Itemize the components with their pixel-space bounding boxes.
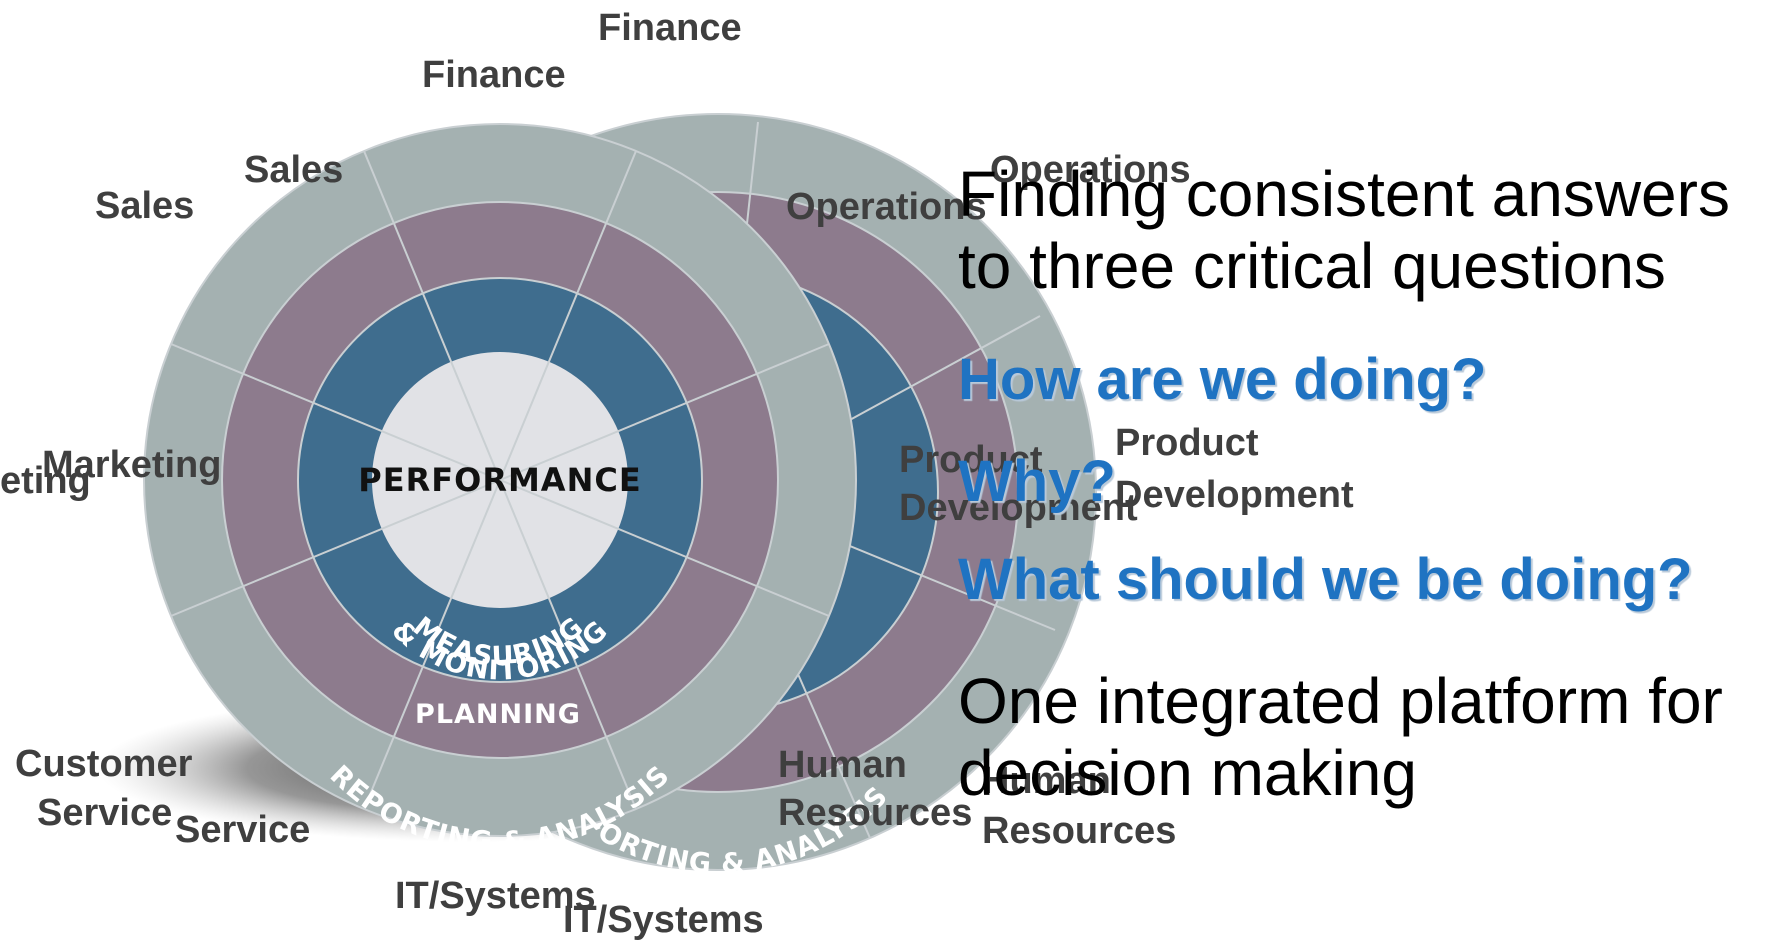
headline-line-1: Finding consistent answers [958, 158, 1730, 230]
department-labels: Finance Finance Sales Sales Operations O… [0, 7, 1354, 941]
dept-marketing-partial: eting [0, 460, 91, 502]
dept-product-front-line1: Product [899, 439, 1043, 481]
dept-customer-front-line1: Customer [15, 743, 193, 785]
dept-sales: Sales [95, 185, 194, 227]
question-why: Why? [958, 449, 1116, 514]
dept-product-back-line1: Product [1115, 422, 1259, 464]
dept-finance-front: Finance [422, 54, 566, 96]
dept-hr-front-line1: Human [778, 744, 907, 786]
dept-hr-back-line1: Human [982, 760, 1111, 802]
dept-hr-back-line2: Resources [982, 810, 1176, 852]
footer-text: One integrated platform for decision mak… [958, 665, 1723, 809]
dept-operations-back: Operations [990, 149, 1191, 191]
dept-it-back: IT/Systems [563, 899, 764, 941]
dept-marketing-front: Marketing [42, 444, 221, 486]
dept-operations-front: Operations [786, 186, 987, 228]
dept-customer-front-line2: Service [37, 792, 172, 834]
question-how: How are we doing? [958, 347, 1487, 412]
front-dividers [170, 150, 830, 810]
dept-finance-back: Finance [598, 7, 742, 49]
performance-label: PERFORMANCE [358, 461, 641, 499]
dept-service-back: Service [175, 809, 310, 851]
headline: Finding consistent answers to three crit… [958, 158, 1730, 302]
footer-line-1: One integrated platform for [958, 665, 1723, 737]
question-what: What should we be doing? [958, 547, 1693, 612]
dept-product-front-line2: Development [899, 487, 1138, 529]
dept-it-front: IT/Systems [395, 875, 596, 917]
dept-hr-front-line2: Resources [778, 792, 972, 834]
dept-product-back-line2: Development [1115, 474, 1354, 516]
planning-label: PLANNING [415, 699, 581, 730]
dept-sales-front: Sales [244, 149, 343, 191]
footer-line-2: decision making [958, 737, 1417, 809]
headline-line-2: to three critical questions [958, 230, 1666, 302]
